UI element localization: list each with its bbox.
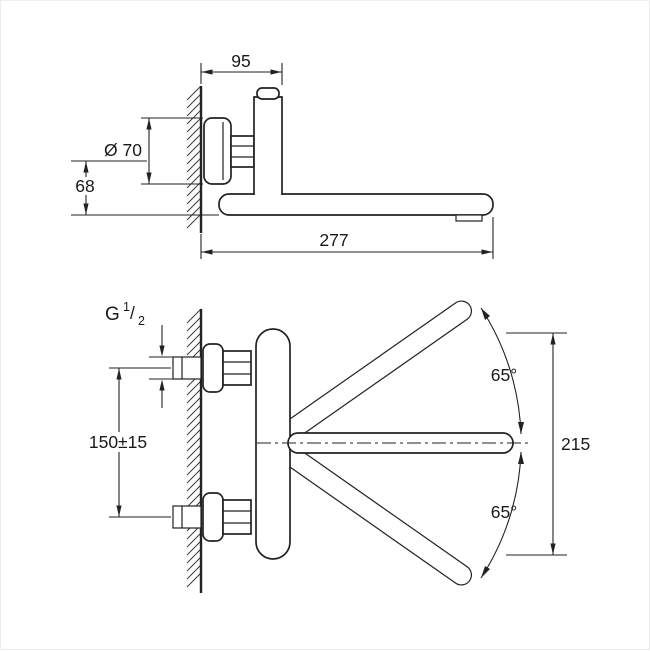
label-mask <box>71 177 100 195</box>
hatch-line <box>186 189 202 205</box>
front-view: 65° 65° G 1 / 2 <box>80 300 590 593</box>
arrowhead <box>481 308 490 320</box>
supply-stub-bottom <box>172 505 202 529</box>
hatch-line <box>186 540 202 556</box>
arrowhead <box>159 379 165 391</box>
hatch-line <box>186 468 202 484</box>
dim-150-label: 150±15 <box>89 432 147 452</box>
arrowhead <box>201 249 213 255</box>
escutcheon-top <box>202 343 224 393</box>
wall-hatch-top <box>186 85 202 229</box>
thread-label-g: G <box>105 304 120 325</box>
swivel-arc-lower <box>480 451 522 579</box>
hatch-line <box>186 428 202 444</box>
hatch-line <box>186 388 202 404</box>
hatch-line <box>186 380 202 396</box>
hatch-line <box>186 444 202 460</box>
arrowhead <box>83 203 89 215</box>
hatch-line <box>186 532 202 548</box>
arrowhead <box>201 69 213 75</box>
arrowhead <box>83 161 89 173</box>
thread-label-denominator: 2 <box>138 314 145 328</box>
body-cap-side <box>256 87 280 100</box>
aerator-side <box>455 214 483 222</box>
supply-stub-top <box>172 356 202 380</box>
hatch-line <box>186 476 202 492</box>
hatch-line <box>186 452 202 468</box>
swivel-angle-lower-label: 65° <box>491 502 517 522</box>
arrowhead <box>146 118 152 130</box>
hatch-line <box>186 396 202 412</box>
wall-hatch-bottom <box>186 308 202 588</box>
hatch-line <box>186 85 202 101</box>
hatch-line <box>186 173 202 189</box>
swivel-arc-upper <box>480 307 522 435</box>
hatch-line <box>186 316 202 332</box>
top-view: 95 Ø 70 68 277 <box>71 51 494 259</box>
arrowhead <box>146 172 152 184</box>
thread-label-numerator: 1 <box>123 300 130 314</box>
hatch-line <box>186 404 202 420</box>
hatch-line <box>186 460 202 476</box>
hatch-line <box>186 484 202 500</box>
hatch-line <box>186 117 202 133</box>
dim-68-label: 68 <box>75 176 94 196</box>
arrowhead <box>518 452 524 464</box>
arrowhead <box>270 69 282 75</box>
faucet-body-side <box>253 96 283 195</box>
hatch-line <box>186 157 202 173</box>
spout-side <box>218 193 494 216</box>
hatch-line <box>186 109 202 125</box>
dim-95-label: 95 <box>231 51 250 71</box>
dim-277-label: 277 <box>319 230 348 250</box>
hex-nut-side <box>230 135 255 168</box>
arrowhead <box>481 249 493 255</box>
arrowhead <box>518 422 524 434</box>
arrowhead <box>481 566 490 578</box>
hatch-line <box>186 125 202 141</box>
ghost-spout-lower <box>284 447 473 586</box>
escutcheon-side <box>203 117 232 185</box>
arrowhead <box>159 345 165 357</box>
hatch-line <box>186 420 202 436</box>
hatch-line <box>186 165 202 181</box>
arrowhead <box>116 368 122 380</box>
hatch-line <box>186 149 202 165</box>
arrowhead <box>550 333 556 345</box>
hatch-line <box>186 213 202 229</box>
hatch-line <box>186 308 202 324</box>
hatch-line <box>186 412 202 428</box>
hex-nut-top <box>222 350 252 386</box>
hatch-line <box>186 572 202 588</box>
swivel-angle-upper-label: 65° <box>491 365 517 385</box>
hatch-line <box>186 133 202 149</box>
dim-d70-label: Ø 70 <box>104 140 142 160</box>
hatch-line <box>186 197 202 213</box>
hatch-line <box>186 332 202 348</box>
hatch-line <box>186 548 202 564</box>
faucet-body-front <box>255 328 291 560</box>
dim-215-label: 215 <box>561 434 590 454</box>
arrowhead <box>550 543 556 555</box>
hatch-line <box>186 564 202 580</box>
hatch-line <box>186 93 202 109</box>
hatch-line <box>186 101 202 117</box>
ghost-spout-upper <box>284 300 473 439</box>
hatch-line <box>186 436 202 452</box>
hatch-line <box>186 492 202 508</box>
hatch-line <box>186 324 202 340</box>
arrowhead <box>116 505 122 517</box>
hatch-line <box>186 141 202 157</box>
hatch-line <box>186 340 202 356</box>
label-mask <box>80 432 157 452</box>
escutcheon-bottom <box>202 492 224 542</box>
hatch-line <box>186 205 202 221</box>
hatch-line <box>186 556 202 572</box>
thread-label-slash: / <box>130 303 135 323</box>
hex-nut-bottom <box>222 499 252 535</box>
